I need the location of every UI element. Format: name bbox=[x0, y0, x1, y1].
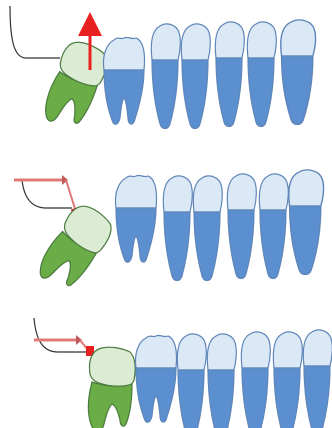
blue-tooth bbox=[247, 22, 276, 127]
blue-tooth bbox=[177, 334, 206, 428]
blue-tooth bbox=[181, 24, 210, 129]
blue-tooth bbox=[227, 174, 256, 279]
panel-tilted bbox=[14, 170, 324, 296]
panel-upright bbox=[10, 6, 316, 133]
blue-premolar bbox=[135, 335, 176, 422]
panel-aligned bbox=[34, 318, 332, 428]
blue-tooth bbox=[289, 170, 324, 275]
molar-tooth bbox=[35, 200, 118, 297]
ridge-line bbox=[10, 6, 60, 58]
blue-tooth bbox=[273, 332, 302, 428]
blue-tooth bbox=[259, 174, 288, 279]
blue-tooth bbox=[151, 24, 180, 129]
blue-premolar bbox=[115, 175, 156, 262]
retractor-bar-icon bbox=[14, 175, 81, 217]
blue-tooth bbox=[303, 330, 332, 428]
ridge-line bbox=[22, 180, 72, 208]
blue-tooth bbox=[163, 176, 192, 281]
molar-tooth bbox=[41, 37, 112, 132]
blue-tooth bbox=[241, 332, 270, 428]
blue-tooth bbox=[207, 334, 236, 428]
molar-tooth bbox=[88, 347, 135, 428]
blue-tooth bbox=[193, 176, 222, 281]
blue-premolar bbox=[103, 37, 144, 124]
blue-tooth bbox=[215, 22, 244, 127]
blue-tooth bbox=[281, 20, 316, 125]
ridge-line bbox=[34, 318, 86, 352]
